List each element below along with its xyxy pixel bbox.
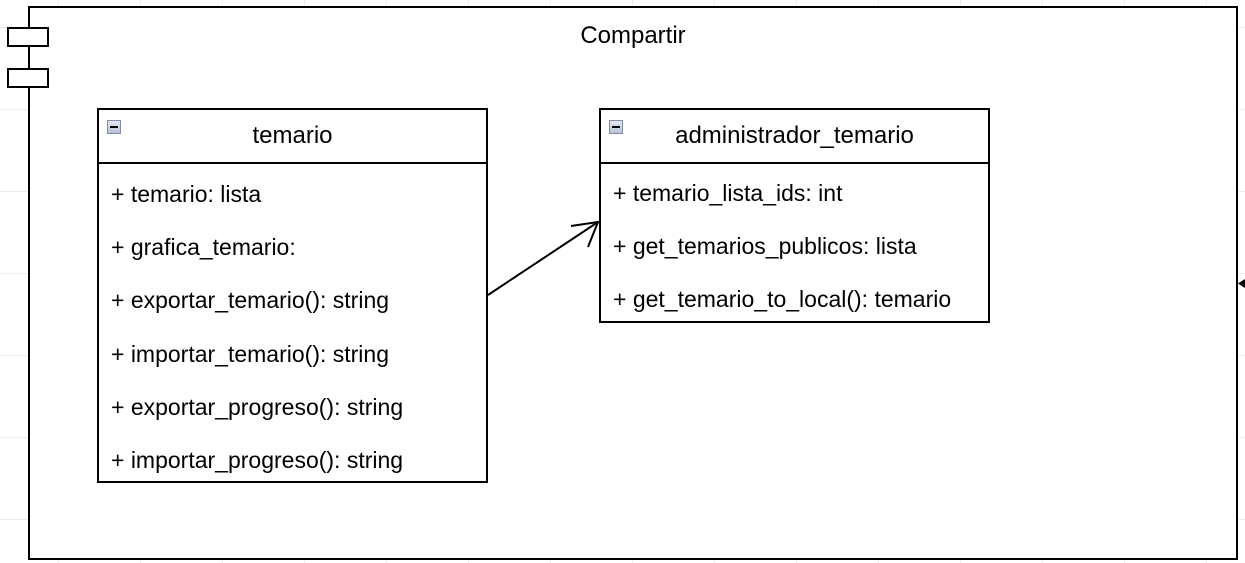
class-attribute[interactable]: + exportar_progreso(): string	[111, 393, 404, 420]
collapse-icon[interactable]	[107, 120, 121, 134]
component-title: Compartir	[580, 22, 686, 49]
open-arrowhead	[570, 220, 600, 248]
component-port-bottom	[7, 68, 49, 88]
class-attribute[interactable]: + exportar_temario(): string	[111, 287, 390, 314]
class-attribute[interactable]: + temario: lista	[111, 181, 262, 208]
class-header: temario	[99, 110, 486, 164]
collapse-icon[interactable]	[609, 120, 623, 134]
class-attribute[interactable]: + temario_lista_ids: int	[613, 180, 843, 207]
class-attribute[interactable]: + importar_temario(): string	[111, 340, 389, 367]
class-name: administrador_temario	[675, 122, 914, 149]
class-administrador-temario[interactable]: administrador_temario + temario_lista_id…	[599, 108, 990, 323]
class-attribute[interactable]: + importar_progreso(): string	[111, 447, 404, 474]
class-attribute[interactable]: + get_temario_to_local(): temario	[613, 286, 952, 313]
class-name: temario	[252, 122, 333, 149]
class-attribute[interactable]: + get_temarios_publicos: lista	[613, 233, 917, 260]
class-attribute[interactable]: + grafica_temario:	[111, 234, 296, 261]
component-port-top	[7, 27, 49, 47]
association-line[interactable]	[487, 221, 599, 296]
class-header: administrador_temario	[601, 110, 988, 164]
attribute-list: + temario: lista + grafica_temario: + ex…	[99, 164, 486, 487]
offscreen-edge-arrowhead	[1238, 279, 1245, 288]
attribute-list: + temario_lista_ids: int + get_temarios_…	[601, 164, 988, 327]
class-temario[interactable]: temario + temario: lista + grafica_temar…	[97, 108, 488, 483]
